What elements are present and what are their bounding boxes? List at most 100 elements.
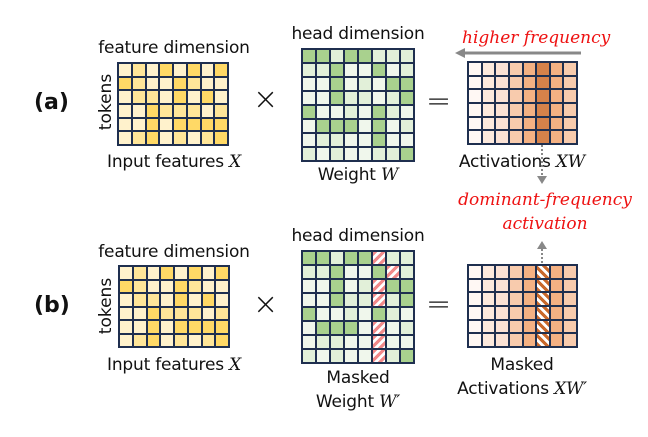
- masked-weight-cell: [401, 252, 413, 264]
- input-cell: [120, 280, 132, 292]
- masked-activation-cell: [550, 334, 563, 346]
- masked-weight-cell: [387, 252, 399, 264]
- masked-activation-cell: [469, 320, 481, 333]
- input-cell: [147, 267, 160, 279]
- input-cell: [216, 294, 228, 306]
- input-cell: [120, 307, 132, 319]
- masked-weight-cell: [317, 336, 329, 348]
- weight-cell: [331, 106, 343, 118]
- input-cell: [147, 307, 160, 319]
- masked-activation-cell: [564, 320, 576, 333]
- activation-cell: [564, 131, 576, 143]
- equals-operator-a: =: [426, 84, 452, 119]
- weight-cell: [359, 50, 371, 62]
- caption-math: X: [229, 152, 241, 172]
- activation-cell: [469, 63, 481, 75]
- masked-weight-cell: [317, 294, 329, 306]
- masked-weight-cell: [373, 266, 385, 278]
- activation-cell: [482, 104, 495, 116]
- input-cell: [216, 321, 228, 333]
- dominant-frequency-label-line1: dominant-frequency: [458, 190, 632, 210]
- activation-cell: [550, 76, 563, 89]
- masked-activation-cell: [550, 320, 563, 333]
- input-cell: [187, 77, 200, 90]
- activation-cell: [564, 90, 576, 102]
- panel-a-tag: (a): [34, 90, 69, 115]
- weight-cell: [317, 78, 329, 90]
- activation-cell: [523, 117, 536, 130]
- weight-cell: [345, 92, 357, 104]
- masked-activation-cell: [496, 279, 508, 292]
- masked-weight-cell: [387, 266, 399, 278]
- caption-math: XW: [555, 152, 586, 172]
- activation-cell: [509, 117, 522, 130]
- weight-cell: [317, 92, 329, 104]
- masked-activation-cell: [523, 320, 536, 333]
- input-cell: [174, 118, 186, 131]
- input-cell: [147, 280, 160, 292]
- higher-frequency-arrow: [455, 48, 581, 58]
- activation-cell: [509, 131, 522, 143]
- masked-activation-cell: [537, 307, 549, 319]
- caption-text: Weight: [315, 392, 380, 412]
- weight-cell: [317, 120, 329, 132]
- activation-cell: [523, 90, 536, 102]
- weight-cell: [401, 148, 413, 160]
- masked-activation-cell: [550, 279, 563, 292]
- input-cell: [161, 334, 173, 346]
- masked-weight-cell: [303, 336, 315, 348]
- weight-cell: [373, 148, 385, 160]
- input-cell: [201, 77, 214, 90]
- weight-cell: [373, 64, 385, 76]
- input-feature-dimension-label-b: feature dimension: [98, 242, 250, 262]
- input-cell: [132, 132, 145, 144]
- activation-cell: [537, 131, 549, 143]
- masked-weight-cell: [303, 252, 315, 264]
- masked-activation-cell: [482, 307, 495, 319]
- input-cell: [202, 307, 215, 319]
- weight-caption-a: Weight W: [318, 165, 399, 185]
- input-cell: [120, 294, 132, 306]
- caption-math: X: [229, 355, 241, 375]
- masked-weight-cell: [359, 336, 371, 348]
- caption-math: XW′: [554, 379, 587, 399]
- input-cell: [188, 334, 201, 346]
- caption-text: Activations: [458, 152, 556, 172]
- masked-activation-cell: [509, 279, 522, 292]
- input-cell: [119, 132, 131, 144]
- masked-activation-cell: [523, 293, 536, 305]
- input-cell: [119, 105, 131, 117]
- dominant-up-arrow: [537, 241, 547, 266]
- masked-weight-cell: [373, 252, 385, 264]
- masked-activation-cell: [564, 293, 576, 305]
- masked-weight-cell: [359, 350, 371, 362]
- caption-text: Weight: [317, 165, 381, 185]
- masked-weight-cell: [345, 266, 357, 278]
- input-cell: [215, 132, 227, 144]
- caption-math: W: [380, 165, 399, 185]
- masked-activation-cell: [496, 307, 508, 319]
- activation-cell: [509, 76, 522, 89]
- masked-weight-cell: [303, 266, 315, 278]
- weight-cell: [373, 134, 385, 146]
- masked-activation-cell: [564, 334, 576, 346]
- panel-b-tag: (b): [34, 293, 70, 318]
- input-cell: [174, 64, 186, 76]
- masked-activation-cell: [523, 334, 536, 346]
- activation-cell: [523, 131, 536, 143]
- tokens-label-a: tokens: [96, 73, 117, 131]
- input-cell: [160, 105, 172, 117]
- head-dimension-label-b: head dimension: [291, 226, 425, 246]
- masked-weight-cell: [401, 308, 413, 320]
- input-cell: [215, 64, 227, 76]
- weight-cell: [317, 64, 329, 76]
- weight-cell: [387, 120, 399, 132]
- weight-cell: [387, 64, 399, 76]
- input-cell: [146, 77, 159, 90]
- masked-activation-cell: [482, 334, 495, 346]
- activation-cell: [523, 63, 536, 75]
- masked-weight-cell: [359, 252, 371, 264]
- multiply-operator-b: ×: [253, 287, 279, 322]
- masked-weight-cell: [317, 322, 329, 334]
- input-cell: [132, 105, 145, 117]
